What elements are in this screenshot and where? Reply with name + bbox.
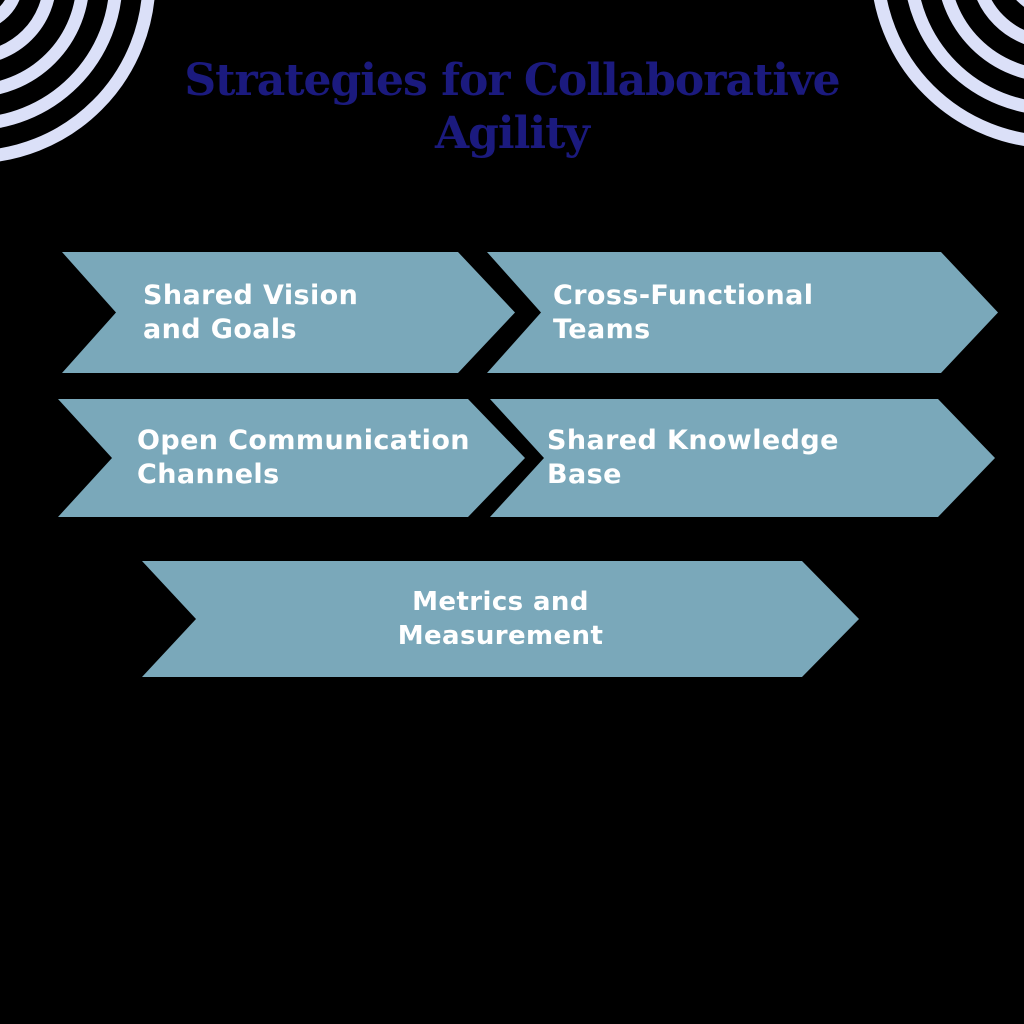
arrow-label: Open Communication Channels xyxy=(137,425,470,490)
arrow-label: Shared Vision and Goals xyxy=(143,279,359,345)
arrow-banner: Open Communication Channels xyxy=(58,399,525,517)
arrow-banner: Shared Vision and Goals xyxy=(62,252,515,373)
arrow-label: Cross-Functional Teams xyxy=(553,279,814,345)
page-title: Strategies for Collaborative Agility xyxy=(184,55,840,159)
arrow-banner: Cross-Functional Teams xyxy=(487,252,998,373)
arrow-label: Shared Knowledge Base xyxy=(547,425,839,490)
arrow-banner: Shared Knowledge Base xyxy=(490,399,995,517)
arrow-label: Metrics and Measurement xyxy=(397,587,604,651)
arrow-banner: Metrics and Measurement xyxy=(142,561,859,677)
